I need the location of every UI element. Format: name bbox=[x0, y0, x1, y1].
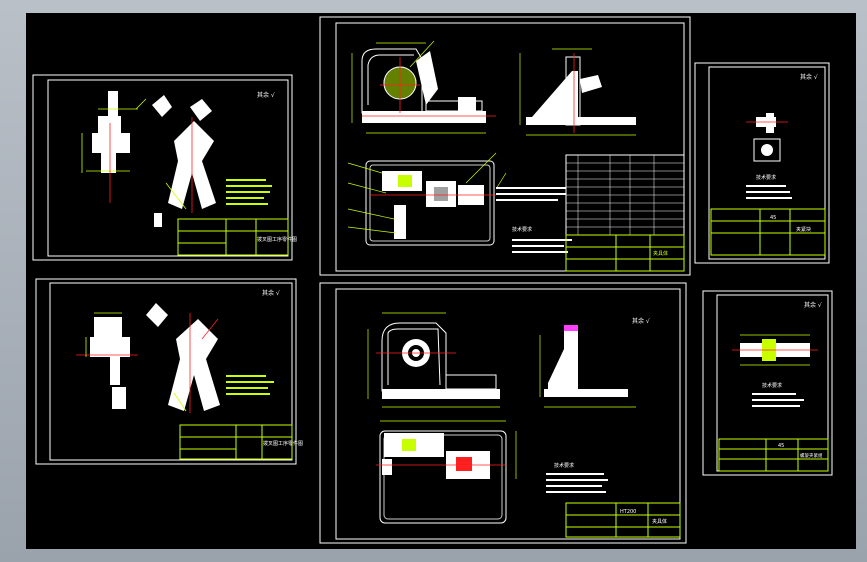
title-b: 拨叉图工序零件图 bbox=[263, 440, 303, 447]
title-a: 拨叉图工序零件图 bbox=[257, 236, 297, 243]
finish-mark-d: 其余 √ bbox=[632, 317, 650, 325]
title-d: 夹具体 bbox=[652, 518, 667, 525]
notes-heading-e: 技术要求 bbox=[756, 174, 776, 181]
notes-heading-f: 技术要求 bbox=[762, 382, 782, 389]
drawing-canvas[interactable]: 拨叉图工序零件图 其余 √ 拨叉图工序零件图 bbox=[26, 13, 856, 549]
num-e: 45 bbox=[770, 215, 776, 221]
sheet-f[interactable]: 技术要求 45 螺旋夹紧组 其余 √ bbox=[702, 290, 833, 476]
sheet-b[interactable]: 拨叉图工序零件图 其余 √ bbox=[35, 278, 303, 465]
notes-heading-d: 技术要求 bbox=[554, 462, 574, 469]
finish-mark-b: 其余 √ bbox=[262, 289, 280, 297]
drawing-svg: 拨叉图工序零件图 其余 √ 拨叉图工序零件图 bbox=[32, 16, 833, 544]
finish-mark-f: 其余 √ bbox=[804, 301, 822, 309]
material-d: HT200 bbox=[620, 509, 636, 515]
finish-mark-e: 其余 √ bbox=[800, 73, 818, 81]
title-e: 夹紧块 bbox=[796, 226, 811, 233]
title-f: 螺旋夹紧组 bbox=[800, 452, 823, 459]
title-c: 夹具体 bbox=[653, 250, 668, 257]
sheet-d[interactable]: 其余 √ 技术要求 HT200 夹具体 bbox=[319, 282, 687, 544]
sheet-a[interactable]: 拨叉图工序零件图 其余 √ bbox=[32, 74, 297, 261]
notes-heading-c: 技术要求 bbox=[512, 226, 532, 233]
sheet-e[interactable]: 技术要求 45 夹紧块 其余 √ bbox=[694, 62, 830, 264]
sheet-c[interactable]: 技术要求 夹具体 bbox=[319, 16, 691, 276]
finish-mark-a: 其余 √ bbox=[257, 91, 275, 99]
num-f: 45 bbox=[778, 443, 784, 449]
